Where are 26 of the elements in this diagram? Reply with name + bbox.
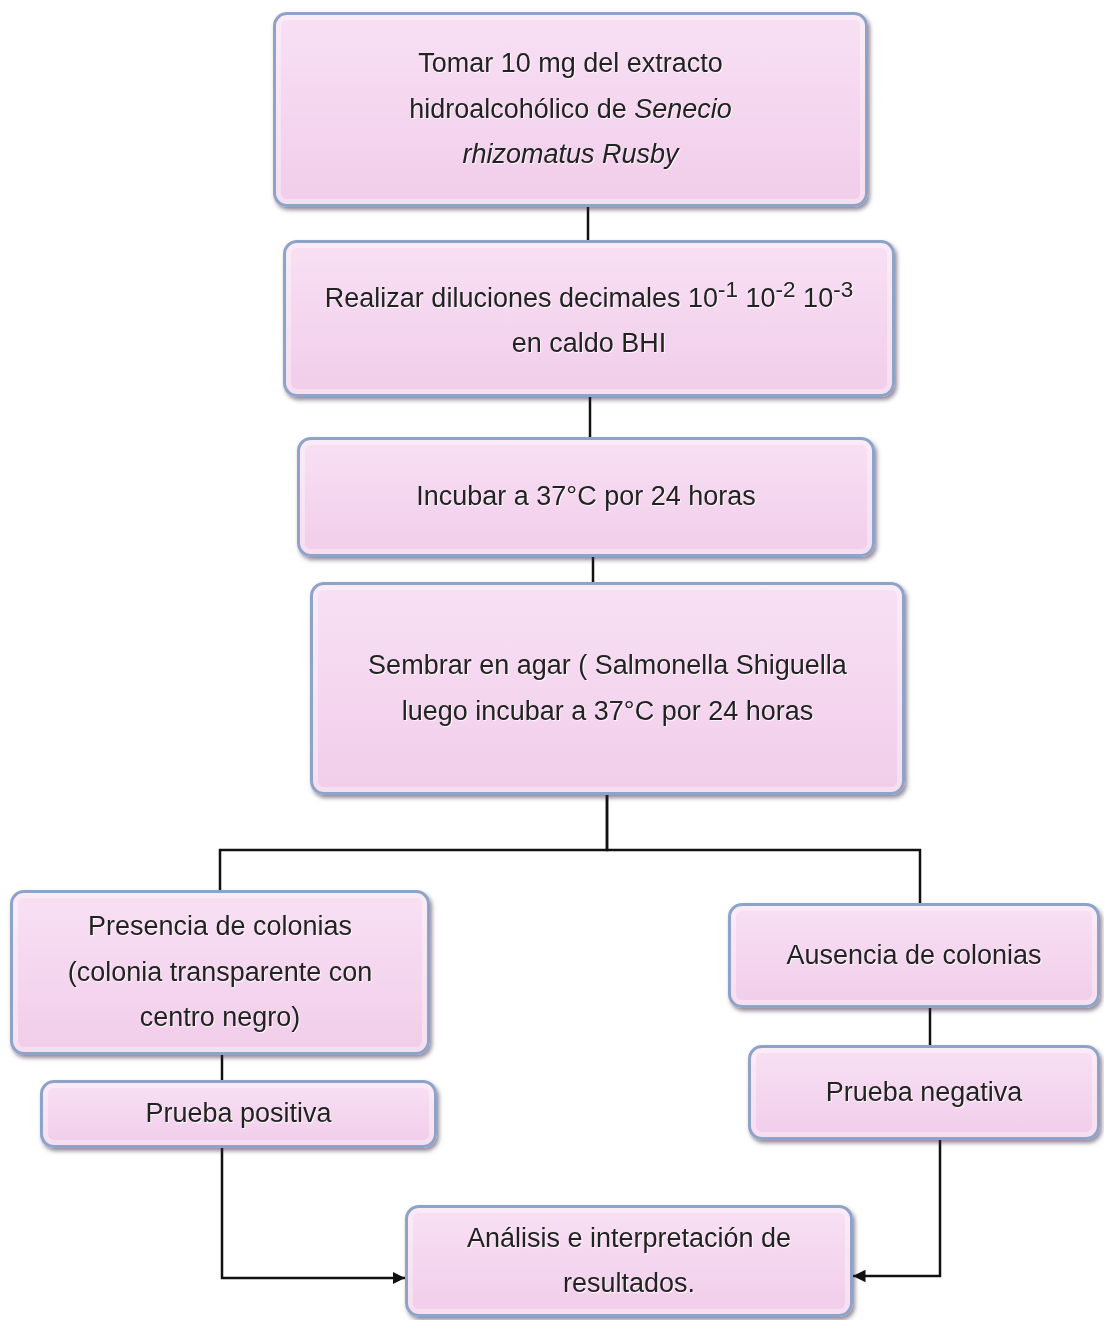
connector-line bbox=[586, 207, 590, 240]
process-box bbox=[40, 1080, 437, 1148]
step-text: Presencia de colonias (colonia transparente con centro negro) bbox=[66, 910, 374, 1035]
step-text: Realizar diluciones decimales 10$^{-1}$ 10$^{-2}$ 10$^{-3}$ en caldo BHI bbox=[323, 275, 855, 360]
process-box bbox=[405, 1205, 853, 1317]
process-box bbox=[273, 12, 868, 207]
connector-line bbox=[928, 1008, 932, 1045]
process-box bbox=[748, 1045, 1100, 1140]
arrow bbox=[853, 1140, 942, 1283]
process-box bbox=[297, 437, 875, 557]
connector-line bbox=[591, 557, 595, 582]
connector-line bbox=[588, 397, 592, 437]
step-text: Incubar a 37°C por 24 horas bbox=[416, 480, 756, 514]
step-text: Análisis e interpretación de resultados. bbox=[465, 1221, 793, 1300]
connector-line bbox=[605, 795, 922, 903]
step-text: Prueba negativa bbox=[825, 1075, 1023, 1109]
step-text: Prueba positiva bbox=[145, 1097, 332, 1131]
step-text: Sembrar en agar ( Salmonella Shiguella luego incubar a 37°C por 24 horas bbox=[367, 649, 848, 728]
step-text: Tomar 10 mg del extracto hidroalcohólico de Senecio rhizomatus Rusby bbox=[408, 47, 733, 172]
process-box bbox=[310, 582, 905, 795]
connector-line bbox=[220, 1055, 224, 1080]
process-box bbox=[728, 903, 1100, 1008]
step-text: Ausencia de colonias bbox=[786, 938, 1042, 972]
arrow bbox=[220, 1148, 405, 1285]
process-box bbox=[10, 890, 430, 1055]
process-box bbox=[283, 240, 895, 397]
